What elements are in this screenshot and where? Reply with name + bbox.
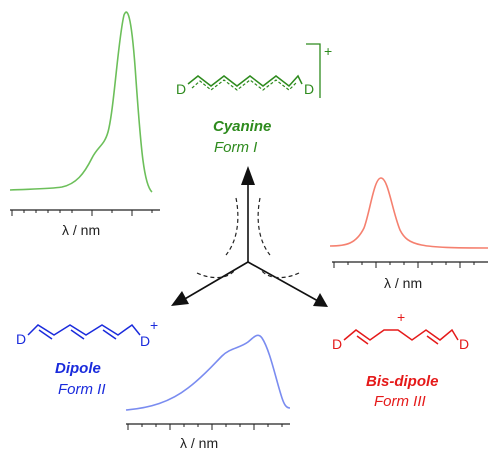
bisdipole-ticks — [333, 262, 475, 268]
cyanine-form: Form I — [214, 139, 257, 156]
bisdipole-name: Bis-dipole — [366, 373, 439, 390]
dipole-spectrum: λ / nm — [125, 334, 291, 450]
dipole-ticks — [127, 424, 283, 430]
arrowhead-right — [313, 293, 328, 307]
cyanine-name: Cyanine — [213, 118, 271, 135]
arrowheads — [171, 166, 328, 307]
dashed-curve-lower-left — [196, 269, 236, 279]
bisdipole-end-left: D — [332, 336, 342, 352]
dipole-charge: + — [150, 317, 158, 333]
bisdipole-spectrum: λ / nm — [329, 177, 489, 291]
dipole-form: Form II — [58, 381, 106, 398]
arrowhead-left — [171, 291, 189, 306]
dipole-chain — [27, 323, 141, 336]
dipole-end-right: D — [140, 333, 150, 349]
cyanine-chain-dashed — [191, 79, 298, 91]
bisdipole-curve — [329, 177, 489, 249]
bisdipole-end-right: D — [459, 336, 469, 352]
arrow-left — [182, 261, 249, 301]
cyanine-charge: + — [324, 43, 332, 59]
bisdipole-charge: + — [397, 309, 405, 325]
dipole-end-left: D — [16, 331, 26, 347]
cyanine-axis-label: λ / nm — [62, 222, 100, 238]
bisdipole-chain — [343, 328, 459, 341]
cyanine-chain — [187, 74, 303, 88]
cyanine-end-left: D — [176, 81, 186, 97]
central-arrows — [182, 182, 319, 302]
arrow-right — [247, 261, 319, 302]
dipole-double-3 — [102, 329, 117, 340]
cyanine-bracket — [306, 43, 321, 98]
dashed-curve-upper-left — [225, 197, 239, 256]
bisdipole-form: Form III — [374, 393, 426, 410]
dipole-double-2 — [70, 329, 85, 340]
cyanine-structure: D D + — [176, 43, 332, 98]
dipole-curve — [125, 334, 291, 411]
dashed-curve-upper-right — [257, 197, 271, 256]
dipole-axis-label: λ / nm — [180, 435, 218, 450]
bisdipole-structure: D + D — [332, 309, 469, 352]
dipole-double-1 — [38, 329, 53, 340]
cyanine-curve — [9, 11, 153, 193]
bisdipole-double-2 — [426, 335, 439, 345]
dipole-structure: D D + — [16, 317, 158, 349]
arrowhead-up — [241, 166, 255, 185]
dashed-curves — [196, 197, 300, 279]
dashed-curve-lower-right — [260, 269, 300, 279]
bisdipole-axis-label: λ / nm — [384, 275, 422, 291]
dipole-name: Dipole — [55, 360, 101, 377]
bisdipole-double-1 — [356, 335, 369, 345]
cyanine-spectrum: λ / nm — [9, 11, 160, 238]
cyanine-end-right: D — [304, 81, 314, 97]
cyanine-ticks — [11, 210, 153, 216]
